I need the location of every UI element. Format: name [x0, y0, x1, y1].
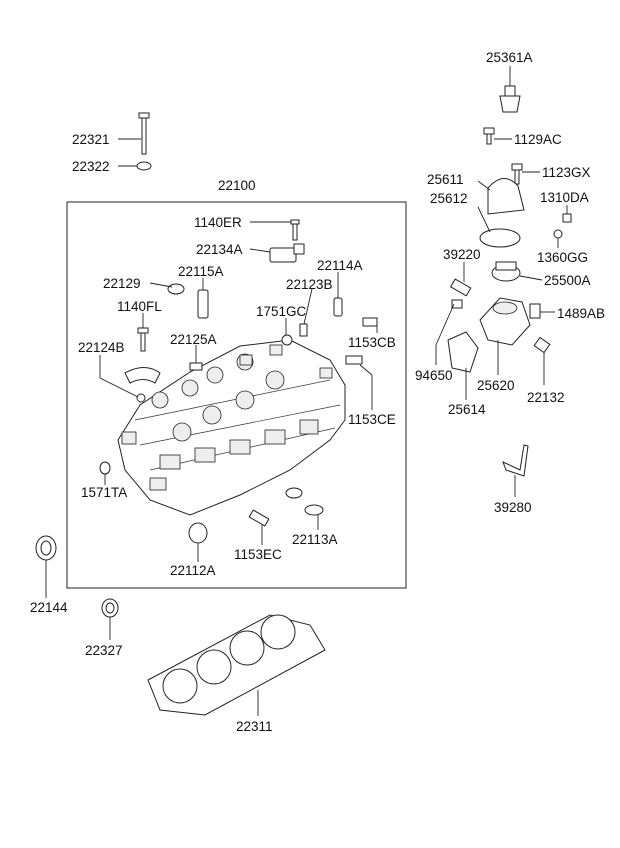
sensor-39220-part: [450, 278, 472, 297]
label-22124B: 22124B: [78, 340, 125, 355]
sensor-25361A-part: [499, 85, 521, 113]
label-1140ER: 1140ER: [194, 215, 242, 230]
bracket-39280-part: [502, 444, 529, 477]
cylinder-head-assembly-frame: [66, 201, 407, 589]
label-1153CE: 1153CE: [348, 412, 396, 427]
label-1571TA: 1571TA: [81, 485, 127, 500]
label-22311: 22311: [236, 719, 273, 734]
label-1123GX: 1123GX: [542, 165, 591, 180]
bolt-1129AC-part: [483, 127, 495, 145]
label-22100: 22100: [218, 178, 256, 193]
dowel-1153EC-part: [248, 509, 270, 527]
label-1153EC: 1153EC: [234, 547, 282, 562]
label-1751GC: 1751GC: [256, 304, 307, 319]
nut-1751GC-part: [281, 334, 293, 346]
label-1310DA: 1310DA: [540, 190, 589, 205]
bolt-1140ER-part: [290, 219, 300, 241]
cap-22129-part: [167, 283, 185, 295]
seal-22112A-part: [188, 522, 208, 544]
label-22129: 22129: [103, 276, 141, 291]
label-25614: 25614: [448, 402, 486, 417]
water-housing-25620-part: [479, 297, 531, 346]
label-22114A: 22114A: [317, 258, 363, 273]
thermostat-25500A-part: [491, 261, 521, 282]
label-22125A: 22125A: [170, 332, 217, 347]
oil-seal-22144-part: [35, 535, 57, 561]
label-22115A: 22115A: [178, 264, 224, 279]
bolt-1140FL-part: [137, 327, 149, 352]
valve-22124B-part: [124, 367, 161, 384]
bolt-1123GX-part: [511, 163, 523, 185]
sensor-22132-part: [533, 336, 551, 354]
label-22112A: 22112A: [170, 563, 216, 578]
label-1129AC: 1129AC: [514, 132, 562, 147]
washer-22322-part: [136, 161, 152, 171]
label-25361A: 25361A: [486, 50, 533, 65]
label-22113A: 22113A: [292, 532, 338, 547]
seal-22327-part: [101, 598, 119, 618]
label-22327: 22327: [85, 643, 123, 658]
bolt-22321-part: [138, 112, 150, 155]
label-1140FL: 1140FL: [117, 299, 162, 314]
pin-22125A-part: [189, 362, 203, 371]
label-1360GG: 1360GG: [537, 250, 588, 265]
label-39220: 39220: [443, 247, 481, 262]
head-gasket-22311-part: [147, 614, 326, 716]
sensor-22134A-part: [269, 243, 305, 263]
plug-1153CE-part: [345, 355, 363, 365]
stud-1310DA-part: [562, 213, 572, 223]
clip-1489AB-part: [529, 303, 541, 319]
sensor-94650-part: [451, 299, 463, 309]
nut-1360GG-part: [553, 229, 563, 239]
label-1489AB: 1489AB: [557, 306, 605, 321]
seal-22114A-part: [333, 297, 343, 317]
label-22144: 22144: [30, 600, 68, 615]
label-22132: 22132: [527, 390, 565, 405]
label-94650: 94650: [415, 368, 453, 383]
cylinder-head-part: [117, 339, 346, 516]
label-22123B: 22123B: [286, 277, 333, 292]
label-25612: 25612: [430, 191, 468, 206]
plug-1571TA-part: [99, 461, 111, 475]
gasket-25614-part: [447, 331, 479, 373]
housing-25611-part: [487, 178, 525, 215]
leader-lines: [45, 66, 568, 716]
gasket-25612-part: [479, 228, 521, 248]
plug-1153CB-part: [362, 317, 378, 327]
label-22321: 22321: [72, 132, 110, 147]
plug-22124B-part: [136, 393, 146, 403]
label-39280: 39280: [494, 500, 532, 515]
label-22322: 22322: [72, 159, 110, 174]
guide-22123B-part: [299, 323, 308, 337]
label-1153CB: 1153CB: [348, 335, 396, 350]
label-25611: 25611: [427, 172, 464, 187]
label-25620: 25620: [477, 378, 515, 393]
label-22134A: 22134A: [196, 242, 243, 257]
seal-22113A-part: [304, 504, 324, 516]
lifter-22115A-part: [197, 289, 209, 319]
label-25500A: 25500A: [544, 273, 591, 288]
